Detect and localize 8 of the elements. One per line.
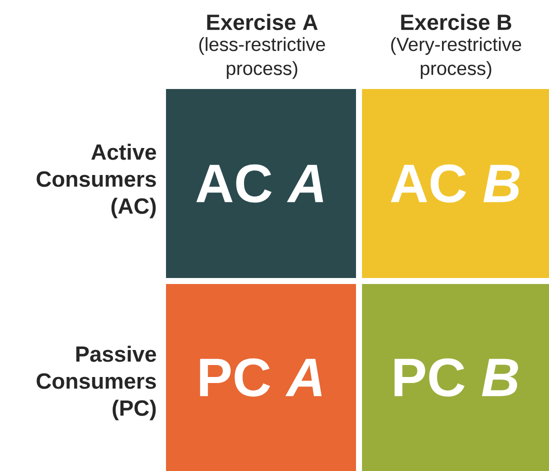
quadrant-box: AC B: [362, 89, 549, 278]
quadrant-box: PC B: [362, 284, 549, 471]
column-heading: Exercise A: [207, 14, 318, 30]
quadrant-box: AC A: [166, 89, 356, 278]
column-heading: Exercise B: [401, 14, 512, 30]
quadrant-box: PC A: [166, 284, 356, 471]
column-subheading: (Very-restrictive process): [391, 37, 522, 79]
column-subheading: (less-restrictive process): [199, 37, 325, 79]
